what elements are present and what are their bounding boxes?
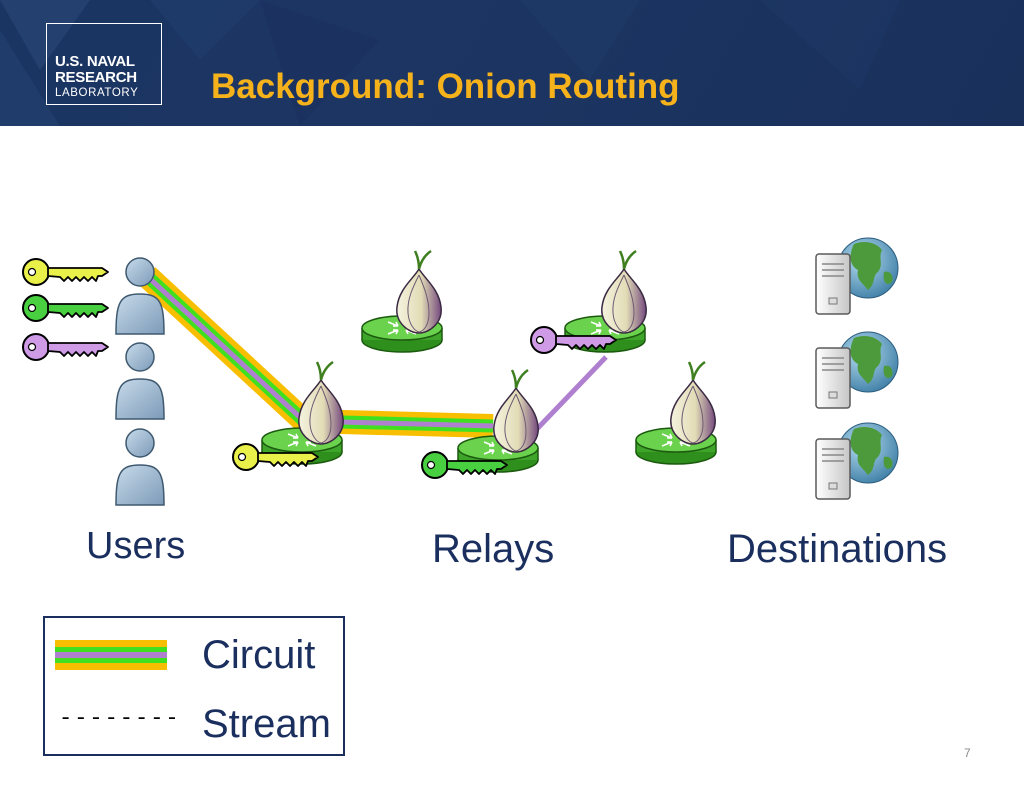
logo-text-line1: U.S. NAVAL [55,53,135,70]
legend-box: Circuit -------- Stream [43,616,345,756]
relay-node [635,360,717,465]
tor-onion-icon [297,360,345,446]
purple-key-icon [22,333,109,361]
server-icon [815,253,851,315]
relay-node [361,249,443,353]
page-number: 7 [964,746,971,760]
server-icon [815,347,851,409]
legend-stream-swatch: -------- [59,706,181,731]
user-icon [115,428,165,506]
slide-title: Background: Onion Routing [211,67,680,106]
tor-onion-icon [492,368,540,454]
onion-routing-diagram [22,237,899,506]
tor-onion-icon [395,249,443,335]
tor-onion-icon [600,249,648,335]
logo-text-line3: LABORATORY [55,87,139,99]
relays-label: Relays [432,527,555,571]
header-banner: U.S. NAVAL RESEARCH LABORATORY Backgroun… [0,0,1024,126]
user-icon [115,342,165,420]
green-key-icon [22,294,109,322]
destination-server [815,422,899,500]
legend-circuit-swatch [55,640,167,670]
destinations-label: Destinations [727,527,948,571]
yellow-key-icon [22,258,109,286]
nrl-logo: U.S. NAVAL RESEARCH LABORATORY [46,23,162,105]
circuit-link-purple [533,355,608,433]
server-icon [815,438,851,500]
tor-onion-icon [669,360,717,446]
legend-stream-label: Stream [202,702,331,746]
legend-circuit-label: Circuit [202,633,316,677]
users-label: Users [86,525,186,567]
destination-server [815,237,899,315]
header-background-pattern [0,0,900,126]
logo-text-line2: RESEARCH [55,69,137,86]
destination-server [815,331,899,409]
